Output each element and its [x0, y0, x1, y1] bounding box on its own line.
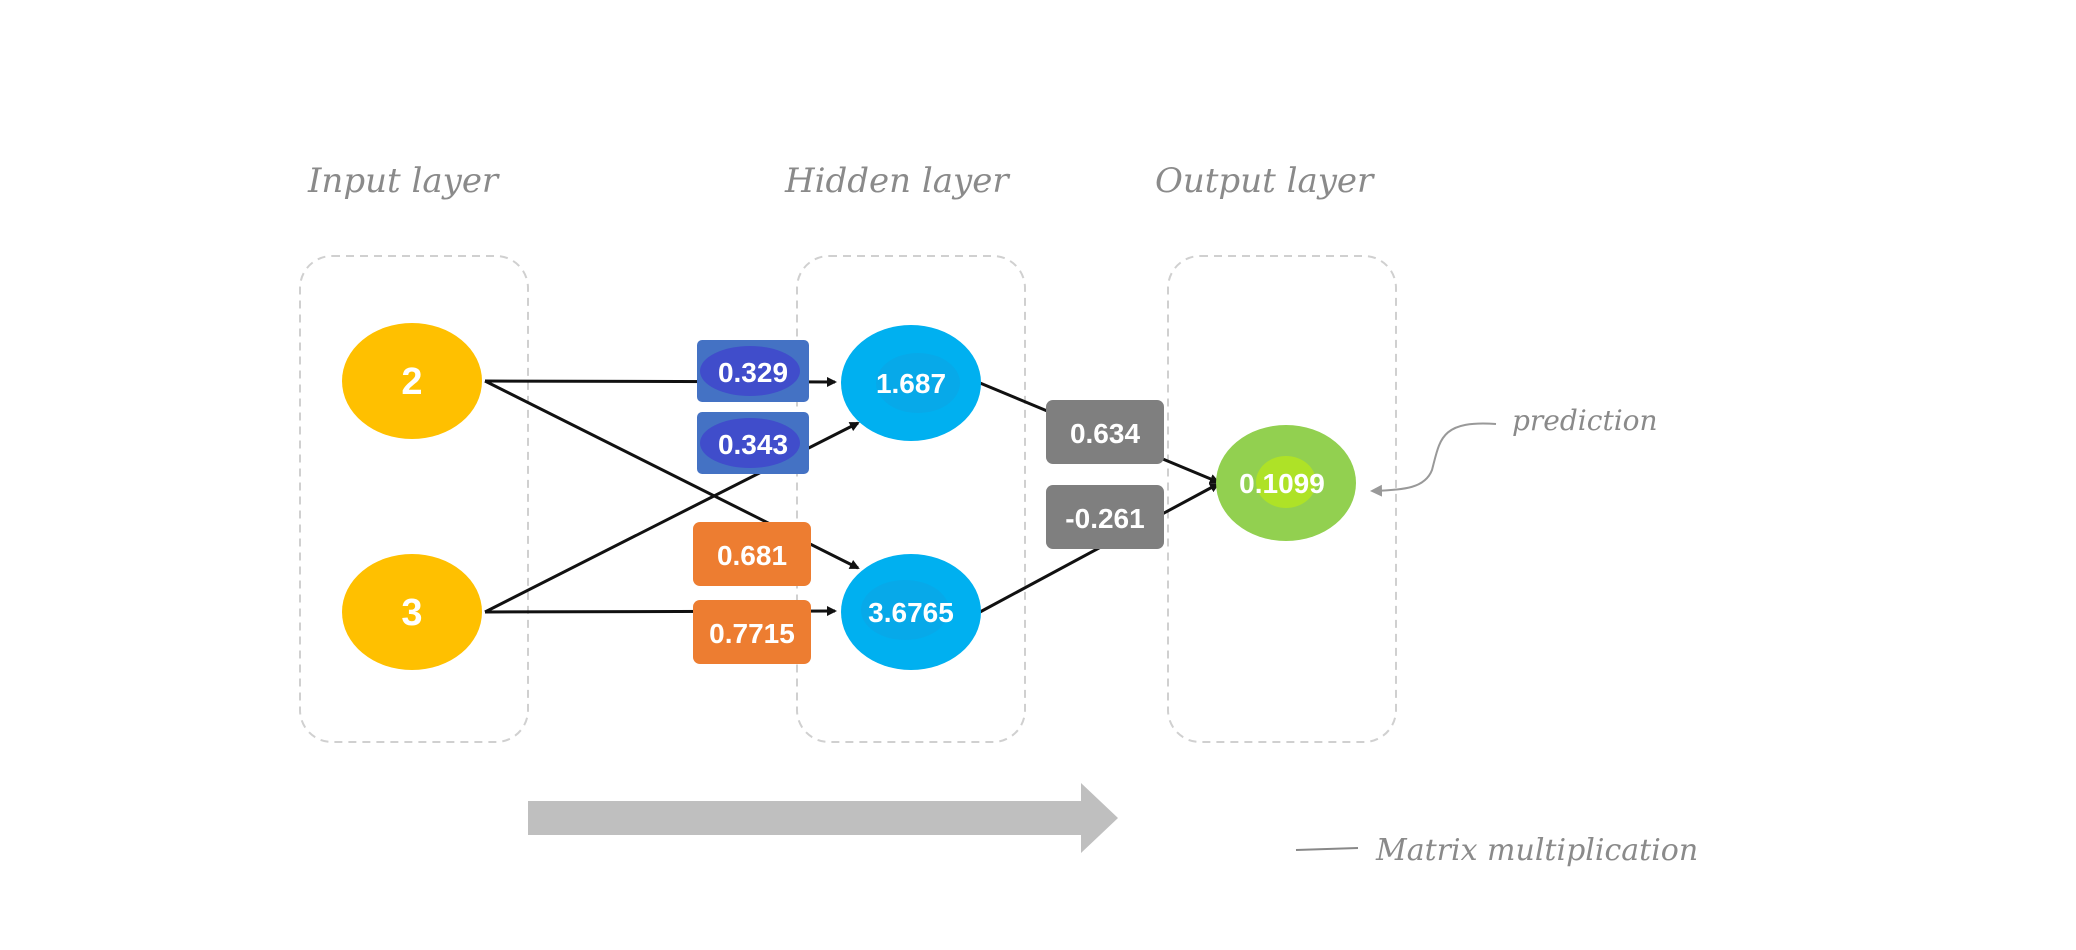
output-node: 0.1099: [1216, 425, 1356, 541]
legend-label: Matrix multiplication: [1375, 833, 1698, 868]
weight-box-0-343: 0.343: [697, 412, 809, 474]
legend-line: [1295, 847, 1359, 851]
hidden-node-2: 3.6765: [841, 554, 981, 670]
weight-value: 0.343: [718, 429, 788, 460]
weight-box-0-634: 0.634: [1046, 400, 1164, 464]
prediction-arrow: [1370, 422, 1497, 497]
weight-value: 0.634: [1070, 418, 1140, 449]
input-node-1: 2: [342, 323, 482, 439]
output-layer-box: [1167, 255, 1397, 743]
output-node-value: 0.1099: [1239, 468, 1325, 499]
hidden-layer-title: Hidden layer: [784, 161, 1010, 201]
prediction-label: prediction: [1512, 404, 1658, 437]
input-node-1-value: 2: [401, 361, 422, 403]
weight-value: 0.329: [718, 357, 788, 388]
hidden-layer-box: [796, 255, 1026, 743]
legend-matrix-multiplication: Matrix multiplication: [1295, 833, 1698, 868]
input-node-2: 3: [342, 554, 482, 670]
hidden-node-2-value: 3.6765: [868, 597, 954, 628]
input-node-2-value: 3: [401, 592, 422, 634]
weight-value: -0.261: [1065, 503, 1144, 534]
weight-box-0-681: 0.681: [693, 522, 811, 586]
input-layer-title: Input layer: [307, 161, 500, 201]
output-layer-title: Output layer: [1155, 161, 1375, 201]
weight-box-0-329: 0.329: [697, 340, 809, 402]
weight-value: 0.7715: [709, 618, 795, 649]
weight-box-neg-0-261: -0.261: [1046, 485, 1164, 549]
weight-value: 0.681: [717, 540, 787, 571]
hidden-node-1: 1.687: [841, 325, 981, 441]
hidden-node-1-value: 1.687: [876, 368, 946, 399]
forward-pass-arrow: [528, 783, 1118, 853]
weight-box-0-7715: 0.7715: [693, 600, 811, 664]
input-layer-box: [299, 255, 529, 743]
